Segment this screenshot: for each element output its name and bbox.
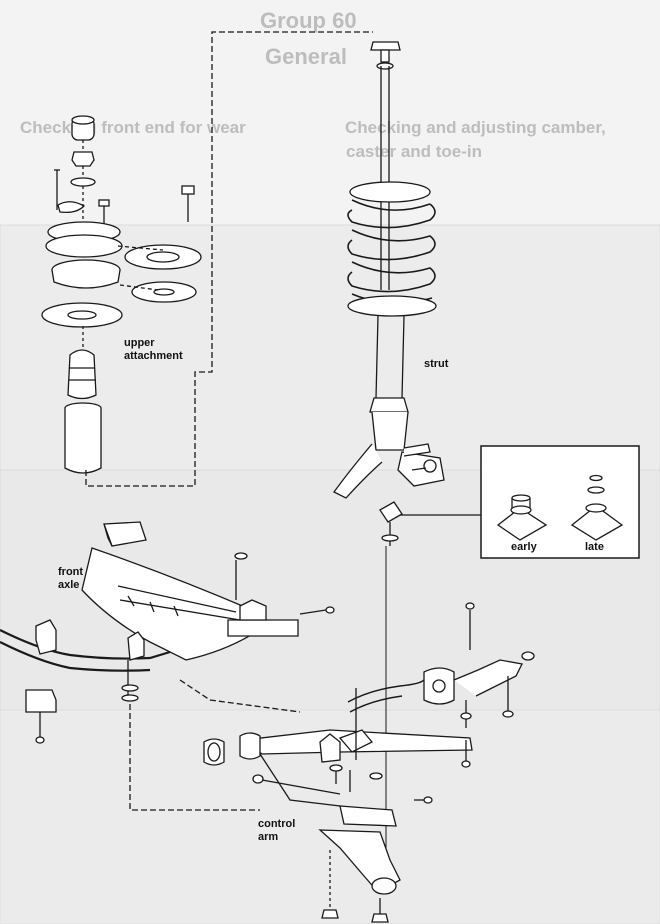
coil-spring [347, 199, 436, 304]
upper-attachment-parts [41, 115, 202, 474]
control-arm-parts [203, 602, 535, 923]
early-late-inset [400, 445, 640, 559]
strut-assembly [333, 41, 445, 546]
upper-attachment-leader [85, 31, 373, 487]
label-late: late [585, 541, 604, 553]
bleed-general-title: General [265, 44, 347, 69]
front-axle-parts [0, 521, 335, 811]
label-early: early [511, 541, 537, 553]
label-front-axle: front axle [58, 566, 84, 591]
bleed-heading-caster: caster and toe-in [346, 142, 483, 161]
bleed-heading-camber: Checking and adjusting camber, [345, 118, 606, 137]
label-control-arm: control arm [258, 818, 296, 843]
bleed-group-title: Group 60 [260, 8, 357, 33]
label-upper-attachment: upper attachment [124, 337, 183, 362]
label-strut: strut [424, 358, 449, 370]
